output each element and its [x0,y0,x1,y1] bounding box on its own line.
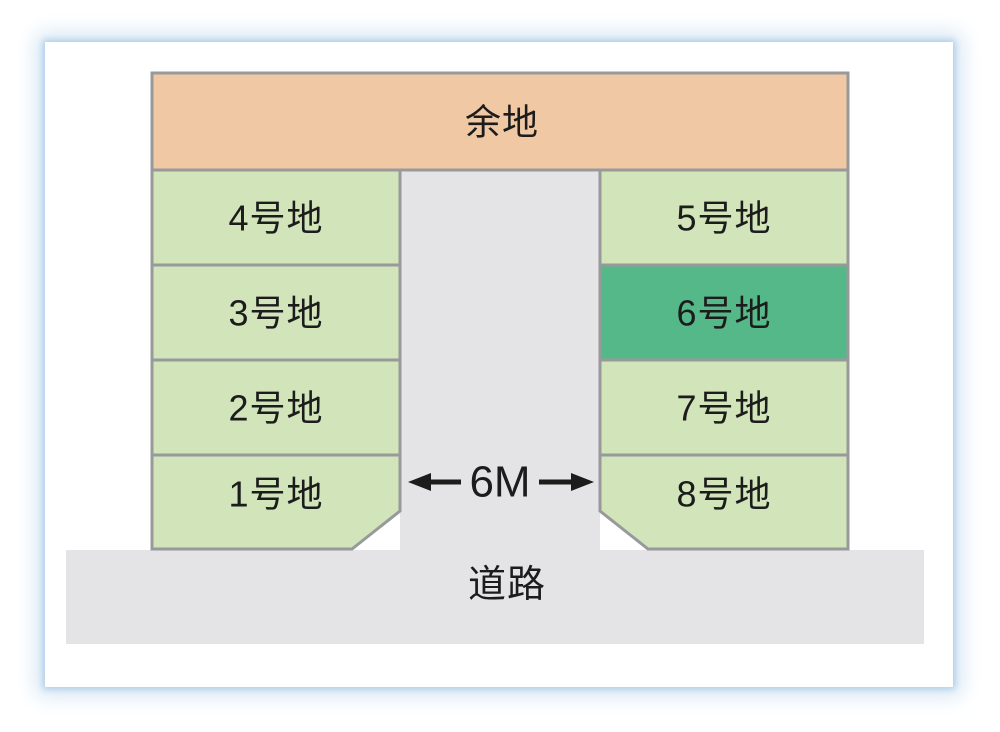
left-arrow-icon [408,473,431,491]
plot-4[interactable] [150,168,402,267]
plot-map: 余地 4号地 3号地 2号地 1号地 5号地 6号地 7号地 8号地 道路 6M [66,71,924,644]
plot-8-label: 8号地 [676,474,771,515]
plot-7-label: 7号地 [676,388,771,429]
plot-3-label: 3号地 [228,293,323,334]
plot-7[interactable] [598,358,850,457]
road-label: 道路 [468,564,546,606]
road-width-label: 6M [469,458,530,507]
page-panel: 余地 4号地 3号地 2号地 1号地 5号地 6号地 7号地 8号地 道路 6M [45,42,953,687]
plot-5-label: 5号地 [676,198,771,239]
right-arrow-icon [571,473,594,491]
road-area [66,170,924,644]
plot-6-label: 6号地 [676,293,771,334]
vacant-lot-label: 余地 [465,102,539,143]
vacant-lot [150,71,850,172]
plot-1[interactable] [150,453,402,551]
plot-8[interactable] [598,453,850,551]
plot-3[interactable] [150,263,402,362]
plot-4-label: 4号地 [228,198,323,239]
plot-2-label: 2号地 [228,388,323,429]
plot-1-label: 1号地 [228,474,323,515]
